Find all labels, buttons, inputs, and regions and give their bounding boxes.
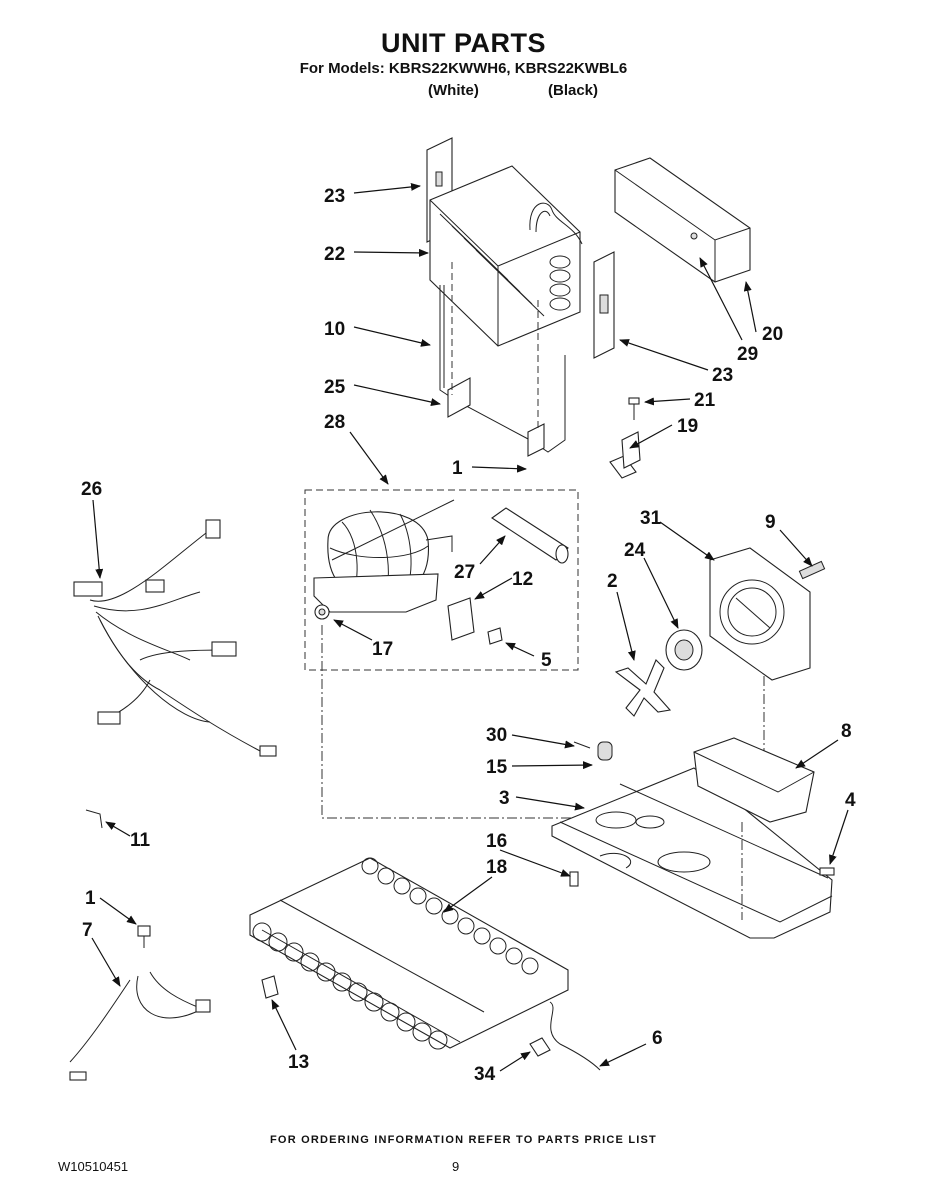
callout-25: 25 [324, 377, 346, 398]
callout-10: 10 [324, 319, 345, 340]
service-harness-drawing [69, 809, 211, 1081]
callout-5: 5 [541, 650, 552, 671]
bracket-drawing [609, 397, 641, 479]
callout-26: 26 [81, 479, 102, 500]
callout-27: 27 [454, 562, 475, 583]
wire-harness-drawing [73, 519, 277, 757]
callout-20: 20 [762, 324, 783, 345]
callout-2: 2 [607, 571, 618, 592]
compressor-mount-line [321, 625, 580, 819]
callout-11: 11 [130, 830, 151, 851]
machine-compartment-base-drawing [551, 737, 835, 939]
callout-13: 13 [288, 1052, 309, 1073]
callout-3: 3 [499, 788, 510, 809]
callout-18: 18 [486, 857, 507, 878]
callout-12: 12 [512, 569, 533, 590]
ordering-note: FOR ORDERING INFORMATION REFER TO PARTS … [270, 1134, 657, 1146]
callout-16: 16 [486, 831, 507, 852]
color-white-label: (White) [428, 82, 479, 99]
condenser-fan-drawing [614, 547, 826, 760]
color-black-label: (Black) [548, 82, 599, 99]
callout-21: 21 [694, 390, 716, 411]
callout-23-top: 23 [324, 186, 345, 207]
callout-4: 4 [845, 790, 856, 811]
evaporator-cover-drawing [593, 157, 751, 359]
callout-7: 7 [82, 920, 93, 941]
compressor-kit-boundary [304, 489, 579, 671]
callout-17: 17 [372, 639, 393, 660]
callout-24: 24 [624, 540, 646, 561]
callout-28: 28 [324, 412, 345, 433]
leader-lines [91, 182, 849, 1072]
document-number: W10510451 [58, 1159, 129, 1174]
condenser-coil-drawing [249, 857, 601, 1071]
evaporator-drawing [426, 137, 583, 457]
callout-1-top: 1 [452, 458, 463, 479]
callout-19: 19 [677, 416, 698, 437]
callout-23-right: 23 [712, 365, 733, 386]
callout-8: 8 [841, 721, 852, 742]
models-line: For Models: KBRS22KWWH6, KBRS22KWBL6 [299, 60, 628, 77]
callout-34: 34 [474, 1064, 496, 1085]
callout-6: 6 [652, 1028, 663, 1049]
page-title: UNIT PARTS [381, 28, 546, 58]
page-number: 9 [452, 1159, 460, 1174]
callout-29: 29 [737, 344, 758, 365]
callout-15: 15 [486, 757, 508, 778]
callout-22: 22 [324, 244, 345, 265]
callout-1-bottom: 1 [85, 888, 96, 909]
callout-30: 30 [486, 725, 507, 746]
compressor-drawing [313, 499, 569, 645]
callout-31: 31 [640, 508, 662, 529]
callout-9: 9 [765, 512, 776, 533]
